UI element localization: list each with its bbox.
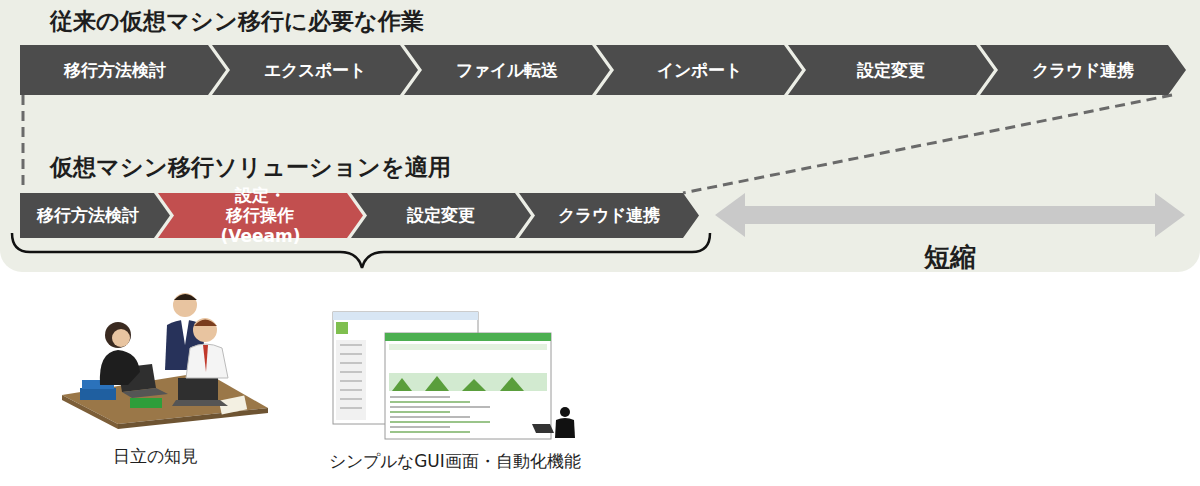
step-label: 移行方法検討 [37,205,139,225]
process-chevron: エクスポート [212,45,418,95]
step-label: 設定変更 [857,60,925,80]
text-label: 短縮 [924,240,976,275]
process-chevron: ファイル転送 [404,45,610,95]
step-label: 移行方法検討 [64,60,166,80]
process-chevron: 移行方法検討 [20,45,226,95]
dashed-connector [22,95,25,187]
step-label: ファイル転送 [456,60,558,80]
text-label: 日立の知見 [113,445,198,468]
process-chevron: 設定変更 [788,45,994,95]
panel-ground [0,0,1200,272]
people-illustration [62,293,268,429]
text-label: 仮想マシン移行ソリューションを適用 [50,152,451,183]
step-label: インポート [657,60,742,80]
brace [12,233,710,268]
step-label: クラウド連携 [1032,60,1134,80]
process-chevron: クラウド連携 [980,45,1186,95]
process-chevron: インポート [596,45,802,95]
step-label: 設定・移行操作 (Veeam) [220,185,300,246]
step-label: クラウド連携 [558,205,660,225]
text-label: シンプルなGUI画面・自動化機能 [329,450,581,473]
shortening-arrow [715,193,1185,237]
process-chevron: 設定・移行操作 (Veeam) [158,193,363,238]
diagram-title: 従来の仮想マシン移行に必要な作業 [50,6,424,37]
process-chevron: クラウド連携 [519,193,699,238]
gui-screenshot [333,312,575,439]
step-label: 設定変更 [407,205,475,225]
gui-rows [340,344,490,433]
step-label: エクスポート [264,60,366,80]
dashed-connector [683,95,1172,193]
process-chevron: 移行方法検討 [20,193,170,238]
process-chevron: 設定変更 [351,193,531,238]
